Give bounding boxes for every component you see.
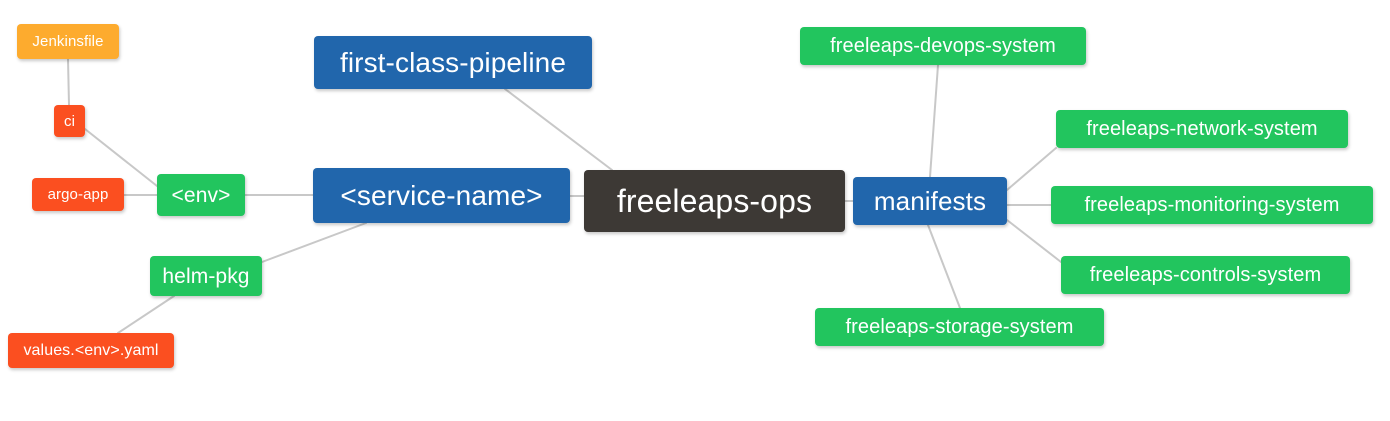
edge-jenkinsfile-to-ci	[67, 58, 70, 106]
node-label: freeleaps-controls-system	[1089, 264, 1322, 286]
node-label: <env>	[171, 183, 231, 207]
node-label: freeleaps-network-system	[1086, 118, 1318, 140]
edge-manifests-to-freeleaps-storage-system	[927, 224, 961, 309]
node-helm-pkg[interactable]: helm-pkg	[150, 256, 262, 296]
node-label: <service-name>	[340, 179, 543, 211]
edge-service-name-to-helm-pkg	[261, 222, 367, 263]
node-label: freeleaps-storage-system	[845, 316, 1074, 338]
node-label: freeleaps-monitoring-system	[1084, 194, 1340, 216]
node-argo-app[interactable]: argo-app	[32, 178, 124, 211]
node-freeleaps-storage-system[interactable]: freeleaps-storage-system	[815, 308, 1104, 346]
node-freeleaps-devops-system[interactable]: freeleaps-devops-system	[800, 27, 1086, 65]
node-freeleaps-controls-system[interactable]: freeleaps-controls-system	[1061, 256, 1350, 294]
node-freeleaps-network-system[interactable]: freeleaps-network-system	[1056, 110, 1348, 148]
node-env[interactable]: <env>	[157, 174, 245, 216]
edge-freeleaps-devops-system-to-manifests	[929, 64, 939, 178]
node-label: helm-pkg	[162, 264, 250, 288]
node-label: ci	[63, 112, 76, 130]
node-values-env-yaml[interactable]: values.<env>.yaml	[8, 333, 174, 368]
node-service-name[interactable]: <service-name>	[313, 168, 570, 223]
edge-helm-pkg-to-values-env-yaml	[117, 295, 175, 334]
node-jenkinsfile[interactable]: Jenkinsfile	[17, 24, 119, 59]
node-label: freeleaps-devops-system	[830, 35, 1056, 57]
node-label: freeleaps-ops	[616, 183, 813, 219]
node-label: argo-app	[47, 186, 109, 203]
edge-manifests-to-freeleaps-controls-system	[1006, 219, 1062, 263]
node-first-class-pipeline[interactable]: first-class-pipeline	[314, 36, 592, 89]
edge-first-class-pipeline-to-freeleaps-ops	[504, 88, 613, 171]
edge-manifests-to-freeleaps-network-system	[1006, 147, 1057, 191]
node-label: values.<env>.yaml	[23, 341, 159, 359]
node-freeleaps-monitoring-system[interactable]: freeleaps-monitoring-system	[1051, 186, 1373, 224]
node-label: Jenkinsfile	[32, 33, 104, 50]
node-freeleaps-ops[interactable]: freeleaps-ops	[584, 170, 845, 232]
node-label: first-class-pipeline	[339, 46, 567, 78]
node-ci[interactable]: ci	[54, 105, 85, 137]
node-manifests[interactable]: manifests	[853, 177, 1007, 225]
node-label: manifests	[873, 186, 987, 216]
